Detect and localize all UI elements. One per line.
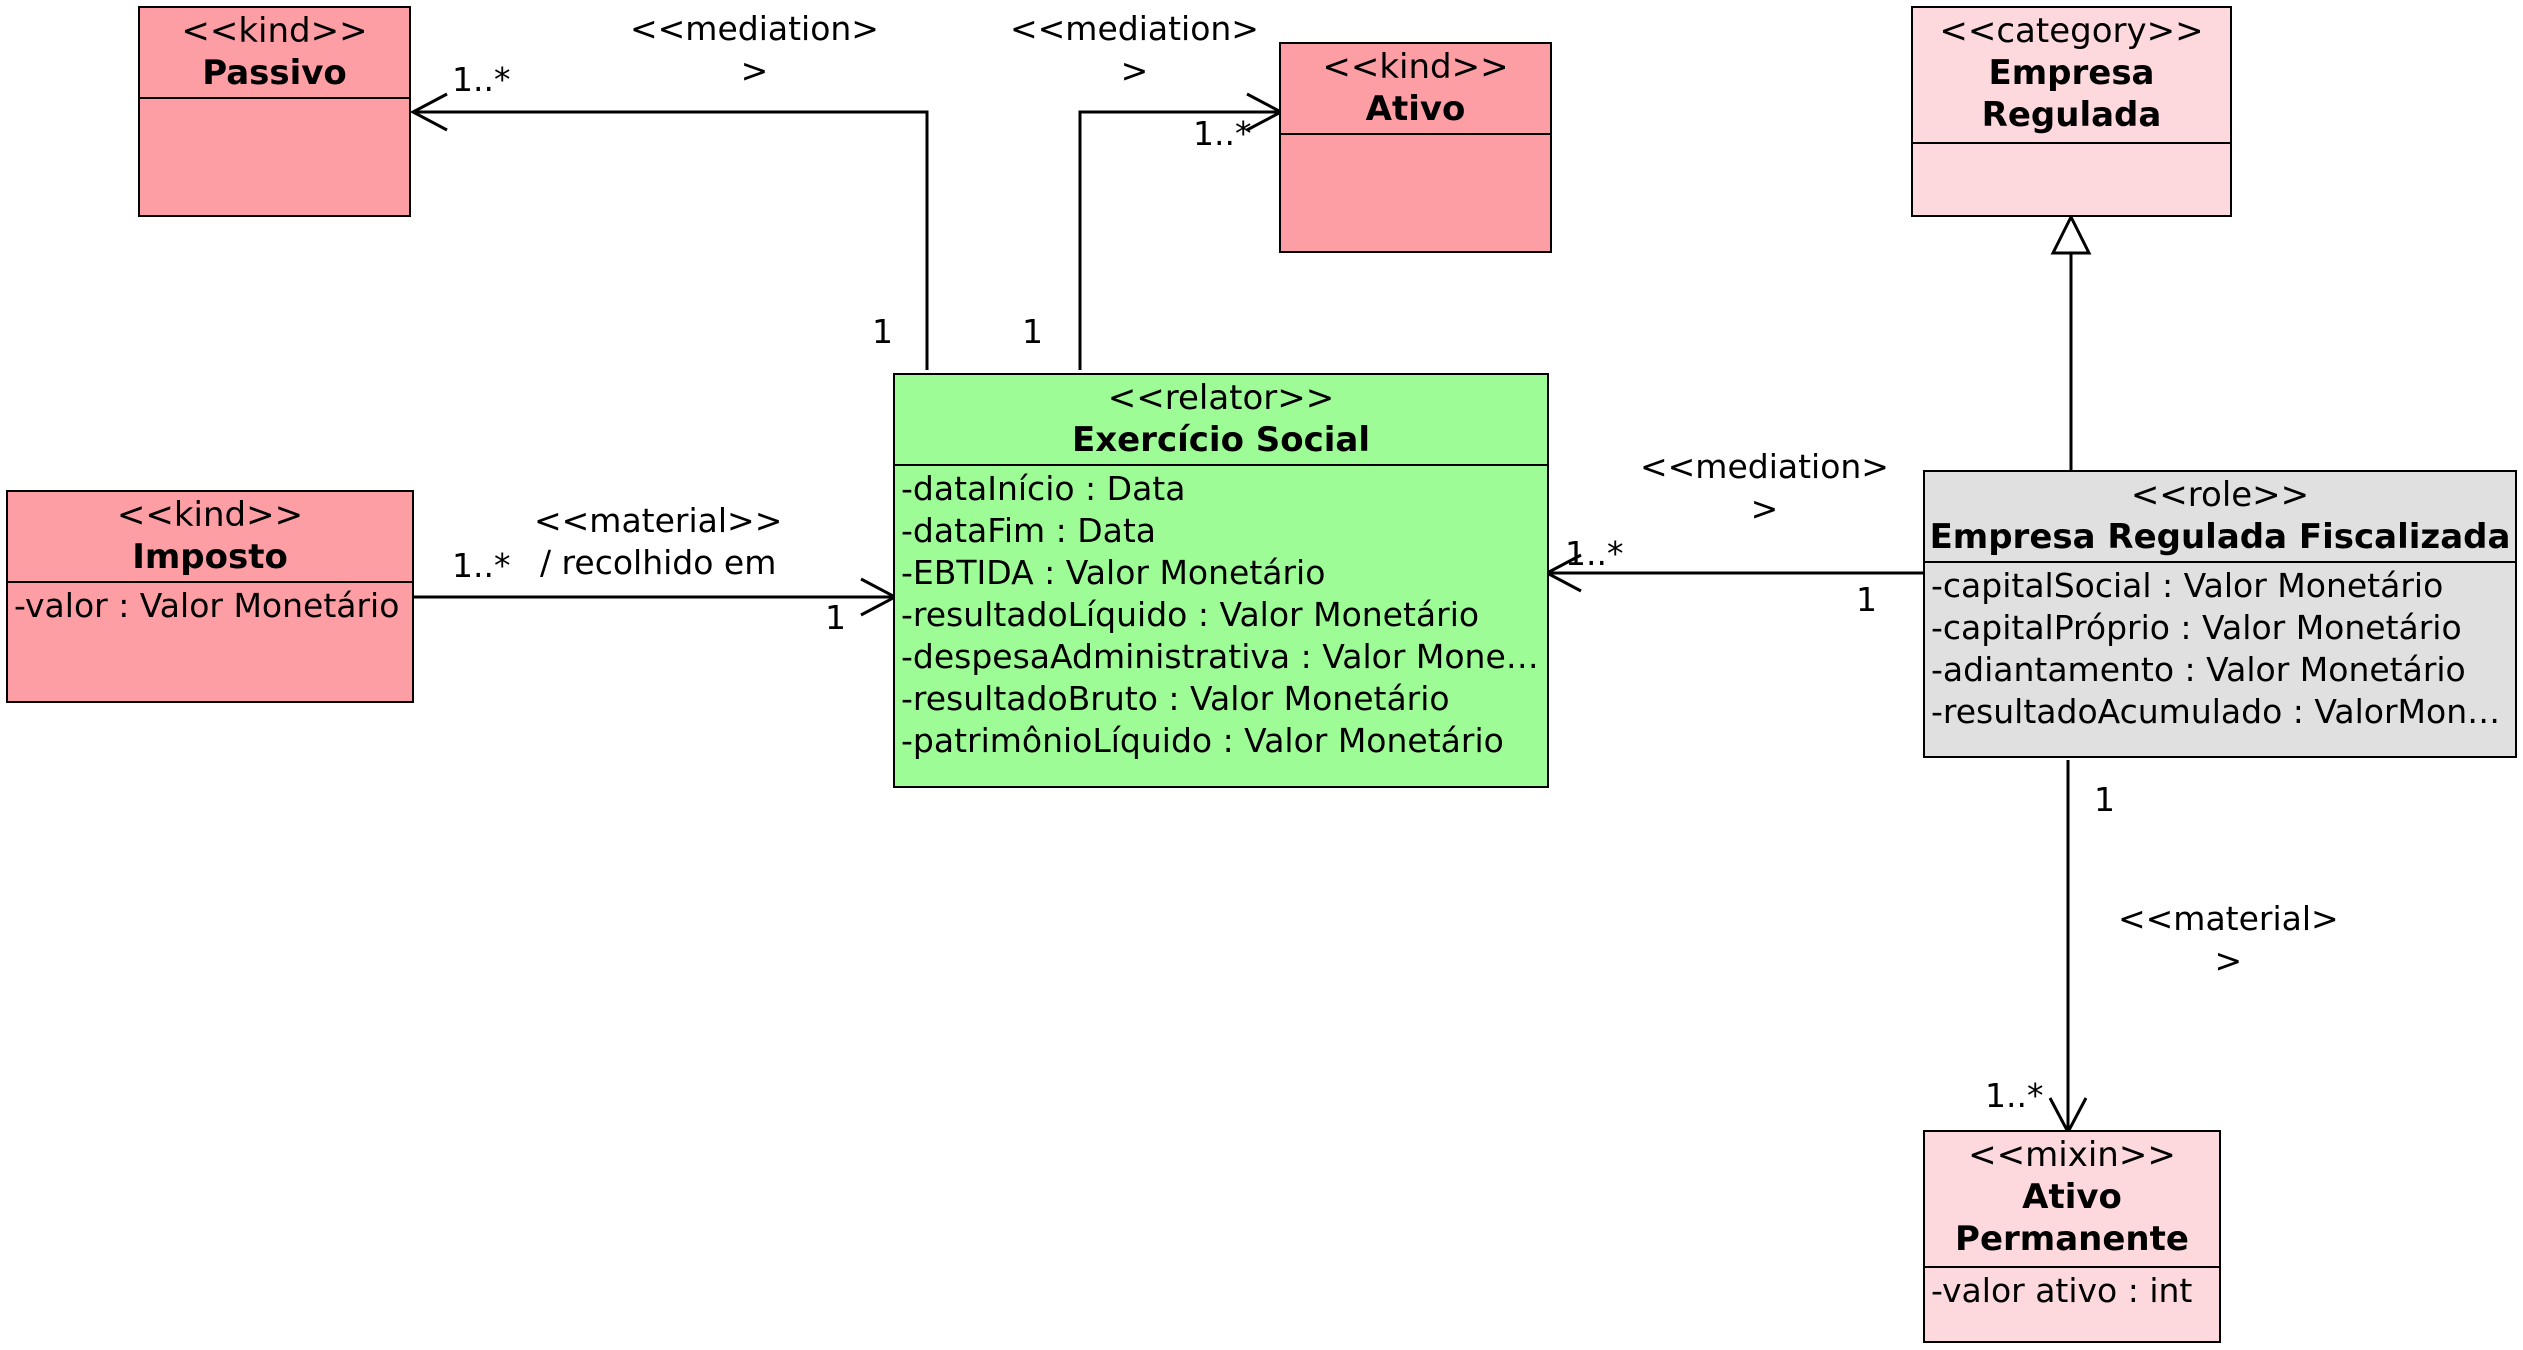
attribute-item: -dataFim : Data [901, 511, 1157, 550]
assoc-line-exercicio-passivo[interactable] [415, 110, 929, 370]
class-name: Ativo Permanente [1955, 1177, 2189, 1259]
assoc-label-mediation-ativo: <<mediation> > [1010, 9, 1259, 90]
class-imposto[interactable]: <<kind>> Imposto -valor : Valor Monetári… [6, 490, 414, 703]
class-header: <<role>> Empresa Regulada Fiscalizada [1925, 472, 2515, 563]
class-empresa-regulada[interactable]: <<category>> Empresa Regulada [1911, 6, 2232, 217]
class-passivo[interactable]: <<kind>> Passivo [138, 6, 411, 217]
attribute-item: -resultadoBruto : Valor Monetário [901, 679, 1450, 718]
attribute-item: -valor : Valor Monetário [14, 586, 400, 625]
multiplicity-permanente-end: 1..* [1985, 1076, 2044, 1115]
multiplicity-permanente-src: 1 [2094, 780, 2115, 819]
multiplicity-passivo-src: 1 [872, 312, 893, 351]
attribute-item: -patrimônioLíquido : Valor Monetário [901, 721, 1504, 760]
multiplicity-imposto-src: 1..* [452, 546, 511, 585]
stereotype-label: <<kind>> [116, 495, 304, 535]
class-name: Passivo [202, 53, 347, 93]
attribute-item: -dataInício : Data [901, 469, 1186, 508]
class-exercicio-social[interactable]: <<relator>> Exercício Social -dataInício… [893, 373, 1549, 788]
attribute-list: -dataInício : Data -dataFim : Data -EBTI… [895, 466, 1547, 762]
class-ativo-permanente[interactable]: <<mixin>> Ativo Permanente -valor ativo … [1923, 1130, 2221, 1343]
class-header: <<mixin>> Ativo Permanente [1925, 1132, 2219, 1268]
assoc-label-material-ativo-permanente: <<material> > [2118, 899, 2339, 980]
assoc-label-material-imposto: <<material>> / recolhido em [534, 501, 783, 582]
multiplicity-empresa-src: 1 [1856, 580, 1877, 619]
multiplicity-imposto-end: 1 [825, 598, 846, 637]
multiplicity-empresa-end: 1..* [1565, 534, 1624, 573]
stereotype-label: <<mixin>> [1968, 1135, 2176, 1175]
class-name: Empresa Regulada [1981, 53, 2162, 135]
stereotype-label: <<role>> [2130, 475, 2310, 515]
class-header: <<category>> Empresa Regulada [1913, 8, 2230, 144]
class-name: Imposto [132, 537, 288, 577]
attribute-item: -resultadoAcumulado : ValorMone... [1931, 692, 2515, 731]
attribute-item: -capitalSocial : Valor Monetário [1931, 566, 2444, 605]
class-header: <<kind>> Passivo [140, 8, 409, 99]
attribute-item: -adiantamento : Valor Monetário [1931, 650, 2466, 689]
generalization-arrowhead [2050, 213, 2092, 255]
stereotype-label: <<kind>> [1322, 47, 1509, 87]
assoc-label-mediation-empresa: <<mediation> > [1640, 447, 1889, 528]
stereotype-label: <<category>> [1939, 11, 2204, 51]
multiplicity-passivo-end: 1..* [452, 60, 511, 99]
attribute-list: -valor : Valor Monetário [8, 583, 412, 627]
class-header: <<kind>> Ativo [1281, 44, 1550, 135]
class-header: <<kind>> Imposto [8, 492, 412, 583]
class-name: Ativo [1365, 89, 1466, 129]
stereotype-label: <<kind>> [181, 11, 368, 51]
attribute-list: -capitalSocial : Valor Monetário -capita… [1925, 563, 2515, 733]
class-name: Empresa Regulada Fiscalizada [1929, 517, 2511, 557]
arrowhead-passivo [409, 92, 448, 132]
attribute-list: -valor ativo : int [1925, 1268, 2219, 1312]
assoc-label-mediation-passivo: <<mediation> > [630, 9, 879, 90]
attribute-item: -resultadoLíquido : Valor Monetário [901, 595, 1480, 634]
class-ativo[interactable]: <<kind>> Ativo [1279, 42, 1552, 253]
assoc-line-exercicio-ativo[interactable] [1078, 110, 1279, 370]
attribute-item: -valor ativo : int [1931, 1271, 2193, 1310]
attribute-item: -despesaAdministrativa : Valor Monet... [901, 637, 1547, 676]
class-empresa-regulada-fiscalizada[interactable]: <<role>> Empresa Regulada Fiscalizada -c… [1923, 470, 2517, 758]
stereotype-label: <<relator>> [1107, 378, 1335, 418]
multiplicity-ativo-end: 1..* [1193, 114, 1252, 153]
multiplicity-ativo-src: 1 [1022, 312, 1043, 351]
attribute-item: -EBTIDA : Valor Monetário [901, 553, 1326, 592]
class-name: Exercício Social [1071, 420, 1371, 460]
class-header: <<relator>> Exercício Social [895, 375, 1547, 466]
attribute-item: -capitalPróprio : Valor Monetário [1931, 608, 2462, 647]
